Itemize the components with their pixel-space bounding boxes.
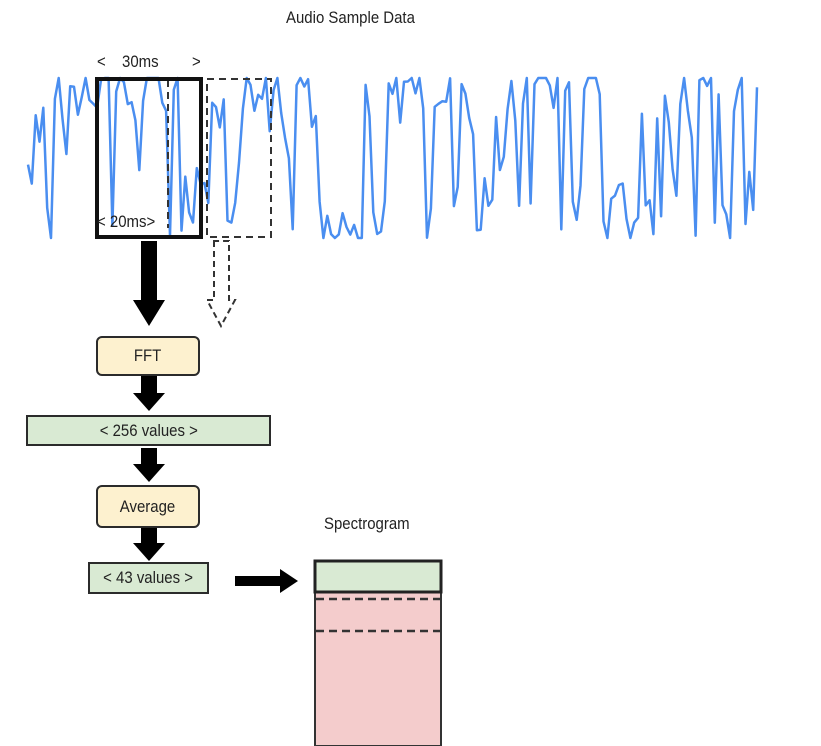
values-256-label: < 256 values > (99, 420, 198, 440)
next-frame-arrow-icon (205, 240, 237, 329)
window-30ms-left-bracket: < (97, 52, 106, 71)
spectrogram-title: Spectrogram (324, 514, 410, 533)
arrow-values-to-average-icon (133, 448, 165, 482)
average-step: Average (96, 485, 200, 528)
fft-step: FFT (96, 336, 200, 376)
window-30ms-label: 30ms (122, 52, 159, 71)
arrow-window-to-fft-icon (133, 241, 165, 326)
window-20ms-label: < 20ms> (97, 212, 156, 231)
fft-output-256-values: < 256 values > (26, 415, 271, 446)
values-43-label: < 43 values > (103, 568, 194, 587)
average-label: Average (120, 496, 176, 516)
next-frame-window (206, 78, 272, 238)
fft-label: FFT (134, 346, 162, 365)
arrow-average-to-43-icon (133, 527, 165, 561)
spectrogram-body (314, 589, 442, 746)
diagram-title: Audio Sample Data (286, 8, 415, 27)
current-frame-window (95, 77, 203, 239)
arrow-fft-to-values-icon (133, 376, 165, 411)
window-30ms-right-bracket: > (192, 52, 201, 71)
average-output-43-values: < 43 values > (88, 562, 209, 594)
spectrogram-current-row (313, 559, 443, 594)
arrow-to-spectrogram-icon (235, 569, 298, 593)
